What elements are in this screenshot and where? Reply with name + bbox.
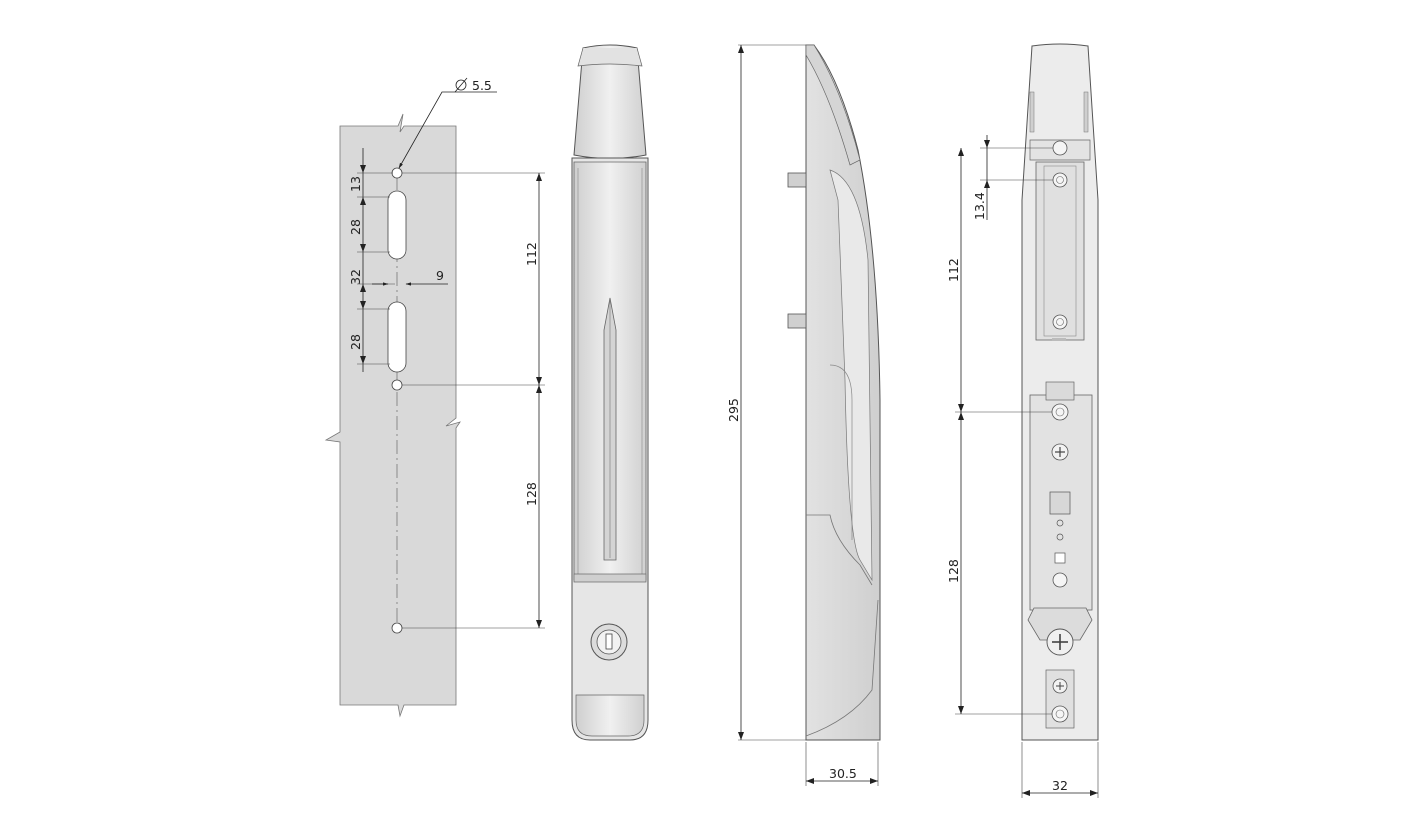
back-view: 13.4 112 128 32 <box>946 43 1099 798</box>
screw-cross-icon <box>1052 678 1068 694</box>
back-upper-spacing: 112 <box>946 258 961 282</box>
back-offset: 13.4 <box>972 192 987 220</box>
overall-length: 295 <box>726 398 741 422</box>
mounting-stud-upper <box>787 172 807 188</box>
mounting-stud-lower <box>787 313 807 329</box>
mounting-hole-bottom <box>391 622 403 634</box>
dim-top-to-slot: 13 <box>348 176 363 192</box>
dim-slot-lower: 28 <box>348 334 363 350</box>
dim-upper-spacing: 112 <box>524 242 539 266</box>
back-lower-spacing: 128 <box>946 559 961 583</box>
upper-bracket <box>1035 161 1085 341</box>
diameter-symbol-icon <box>454 77 468 93</box>
mounting-hole-middle <box>391 379 403 391</box>
handle-top-cap <box>573 44 647 159</box>
cutout-view: 5.5 13 28 32 28 9 112 128 <box>324 77 545 718</box>
hole-diameter-label: 5.5 <box>472 78 492 93</box>
dim-lower-spacing: 128 <box>524 482 539 506</box>
slot-lower <box>387 301 407 373</box>
dim-gap: 32 <box>348 269 363 285</box>
side-view: 295 30.5 <box>726 44 881 786</box>
back-width: 32 <box>1052 778 1068 793</box>
key-cylinder-icon <box>590 623 628 661</box>
mounting-hole-top <box>391 167 403 179</box>
screw-cross-icon <box>1051 443 1069 461</box>
screw-cross-icon <box>1046 628 1074 656</box>
mounting-panel <box>324 113 461 718</box>
side-depth: 30.5 <box>829 766 857 781</box>
dim-slot-upper: 28 <box>348 219 363 235</box>
front-view <box>571 44 649 741</box>
dim-slot-width: 9 <box>436 268 444 283</box>
slot-upper <box>387 190 407 260</box>
